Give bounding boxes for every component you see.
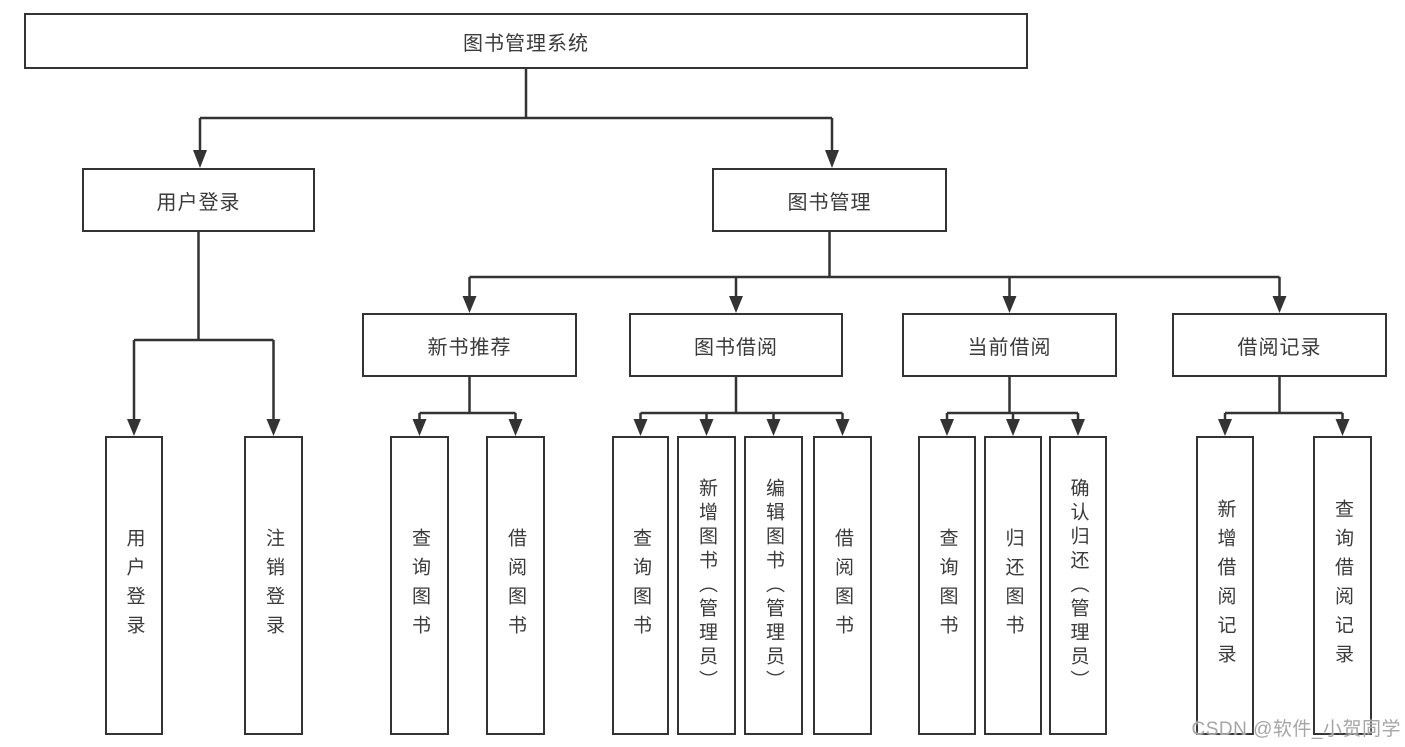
node-new-book-recommend: 新书推荐 — [362, 313, 577, 377]
node-book-management: 图书管理 — [712, 168, 947, 232]
node-leaf-add-borrow-record: 新增借阅记录 — [1196, 436, 1254, 735]
node-leaf-add-books-admin: 新增图书（管理员） — [677, 436, 736, 735]
node-leaf-borrow-books-recommend: 借阅图书 — [486, 436, 545, 735]
node-leaf-logout: 注销登录 — [244, 436, 303, 735]
node-leaf-borrow-books: 借阅图书 — [813, 436, 872, 735]
node-book-borrow: 图书借阅 — [629, 313, 843, 377]
csdn-watermark: CSDN @软件_小贺同学 — [1191, 719, 1401, 740]
node-leaf-return-books: 归还图书 — [984, 436, 1042, 735]
node-leaf-query-books-recommend: 查询图书 — [390, 436, 449, 735]
node-leaf-user-login: 用户登录 — [105, 436, 163, 735]
node-leaf-query-books-current: 查询图书 — [918, 436, 976, 735]
node-leaf-edit-books-admin: 编辑图书（管理员） — [744, 436, 803, 735]
node-leaf-query-books-borrow: 查询图书 — [612, 436, 669, 735]
node-leaf-query-borrow-record: 查询借阅记录 — [1313, 436, 1372, 735]
node-leaf-confirm-return-admin: 确认归还（管理员） — [1049, 436, 1107, 735]
node-borrow-records: 借阅记录 — [1172, 313, 1387, 377]
arrowhead-icons — [127, 150, 1350, 436]
node-user-login: 用户登录 — [82, 168, 315, 232]
node-library-system: 图书管理系统 — [24, 13, 1028, 69]
node-current-borrow: 当前借阅 — [902, 313, 1117, 377]
